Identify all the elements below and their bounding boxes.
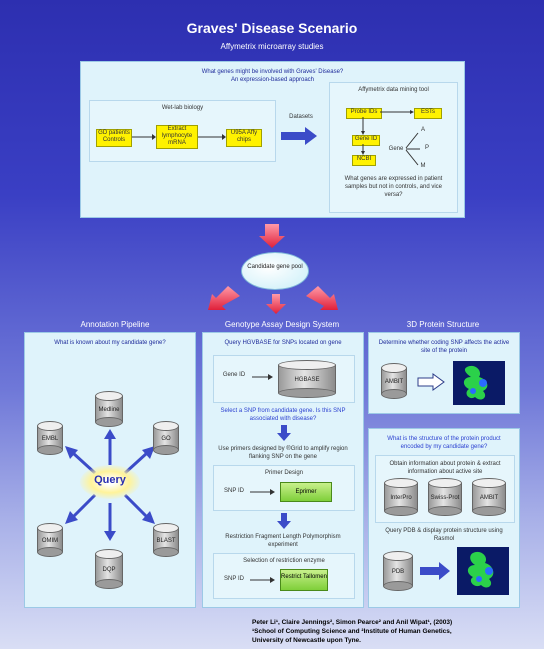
expression-question: What genes might be involved with Graves… xyxy=(201,69,344,75)
genotype-panel: Query HGVBASE for SNPs located on gene G… xyxy=(202,332,364,608)
gene-id-arrow xyxy=(252,374,273,380)
query-label: Query xyxy=(94,474,126,486)
snp-id-label: SNP ID xyxy=(224,488,244,494)
genotype-title: Genotype Assay Design System xyxy=(224,320,340,329)
gene-id-box: Gene ID xyxy=(352,135,380,146)
credits-university: University of Newcastle upon Tyne. xyxy=(252,637,361,644)
protein-info-box: Obtain information about protein & extra… xyxy=(375,455,515,523)
tool-box: Affymetrix data mining tool Probe IDs ES… xyxy=(329,82,458,213)
snp-arrow-2 xyxy=(250,577,275,583)
tool-title: Affymetrix data mining tool xyxy=(358,87,429,93)
pdb-db: PDB xyxy=(383,551,413,591)
protein-title: 3D Protein Structure xyxy=(406,320,480,329)
p-label: P xyxy=(424,145,429,151)
wetlab-box: Wet-lab biology GD patients Controls Ext… xyxy=(89,100,276,162)
patients-box: GD patients Controls xyxy=(96,129,132,147)
pdb-arrow xyxy=(420,562,450,580)
expression-panel: What genes might be involved with Graves… xyxy=(80,61,465,218)
swissprot-db: Swiss-Prot xyxy=(428,478,462,516)
poster-subtitle: Affymetrix microarray studies xyxy=(220,42,324,51)
wetlab-arrows xyxy=(132,134,226,140)
chip-box: U95A Affy chips xyxy=(226,129,262,147)
datasets-label: Datasets xyxy=(289,114,313,120)
query-arrows xyxy=(65,429,155,541)
ncbi-box: NCBI xyxy=(352,155,376,166)
poster-title: Graves' Disease Scenario xyxy=(186,20,358,36)
embl-db: EMBL xyxy=(37,421,63,455)
primer-title: Primer Design xyxy=(264,470,303,476)
dqp-db: DQP xyxy=(95,549,123,589)
ests-box: ESTs xyxy=(414,108,442,119)
credits: Peter Li¹, Claire Jennings², Simon Pearc… xyxy=(252,618,542,645)
tool-arrows xyxy=(361,110,420,166)
enzyme-title: Selection of restriction enzyme xyxy=(243,558,325,564)
wetlab-title: Wet-lab biology xyxy=(161,105,204,111)
primer-question: Use primers designed by ®Grid to amplify… xyxy=(218,446,348,460)
pdb-question: Query PDB & display protein structure us… xyxy=(385,528,503,542)
gene-label: Gene xyxy=(388,146,404,152)
go-db: GO xyxy=(153,421,179,455)
enzyme-box: Selection of restriction enzyme SNP ID R… xyxy=(213,553,355,599)
pool-label: Candidate gene pool xyxy=(247,264,303,270)
protein-structure-image-2 xyxy=(457,547,509,595)
down-arrow-1 xyxy=(277,425,291,441)
probe-ids-box: Probe IDs xyxy=(346,108,382,119)
hgvbase-question: Query HGVBASE for SNPs located on gene xyxy=(224,340,342,346)
annotation-panel: What is known about my candidate gene? Q… xyxy=(24,332,196,608)
blast-db: BLAST xyxy=(153,523,179,557)
controls-label: Controls xyxy=(102,137,126,143)
snp-question: Select a SNP from candidate gene. Is thi… xyxy=(220,408,346,422)
ambit-db-2: AMBIT xyxy=(472,478,506,516)
expression-approach: An expression-based approach xyxy=(230,77,315,83)
protein-info-label: Obtain information about protein & extra… xyxy=(389,461,501,475)
m-label: M xyxy=(420,163,426,169)
snp-id-label-2: SNP ID xyxy=(224,576,244,582)
tool-question: What genes are expressed in patient samp… xyxy=(344,176,443,198)
hollow-arrow xyxy=(417,373,445,391)
ambit-db-1: AMBIT xyxy=(381,363,407,399)
restrict-box: Restrict Tallomen xyxy=(280,569,328,591)
protein-structure-image-1 xyxy=(453,361,505,405)
medline-db: Medline xyxy=(95,391,123,427)
annotation-title: Annotation Pipeline xyxy=(80,320,150,329)
hgvbase-db: HGBASE xyxy=(278,360,336,398)
query-burst xyxy=(80,465,140,499)
credits-affiliations: ¹School of Computing Science and ²Instit… xyxy=(252,628,452,635)
protein-panel-1: Determine whether coding SNP affects the… xyxy=(368,332,520,414)
active-site-question: Determine whether coding SNP affects the… xyxy=(378,340,510,354)
protein-panel-2: What is the structure of the protein pro… xyxy=(368,428,520,608)
candidate-gene-pool: Candidate gene pool xyxy=(241,252,309,290)
annotation-question: What is known about my candidate gene? xyxy=(54,340,166,346)
extract-box: Extract lymphocyte mRNA xyxy=(156,125,198,149)
a-label: A xyxy=(420,127,425,133)
snp-arrow xyxy=(250,489,275,495)
structure-question: What is the structure of the protein pro… xyxy=(387,436,501,450)
interpro-db: InterPro xyxy=(384,478,418,516)
primer-box: Primer Design SNP ID Eprimer xyxy=(213,465,355,511)
eprimer-box: Eprimer xyxy=(280,482,332,502)
datasets-arrow xyxy=(281,127,317,145)
credits-authors: Peter Li¹, Claire Jennings², Simon Pearc… xyxy=(252,619,453,626)
hgvbase-box: Gene ID HGBASE xyxy=(213,355,355,403)
rflp-label: Restriction Fragment Length Polymorphism… xyxy=(225,534,341,548)
gene-id-label: Gene ID xyxy=(222,372,246,378)
down-arrow-2 xyxy=(277,513,291,529)
patients-label: GD patients xyxy=(98,130,130,136)
omim-db: OMIM xyxy=(37,523,63,557)
